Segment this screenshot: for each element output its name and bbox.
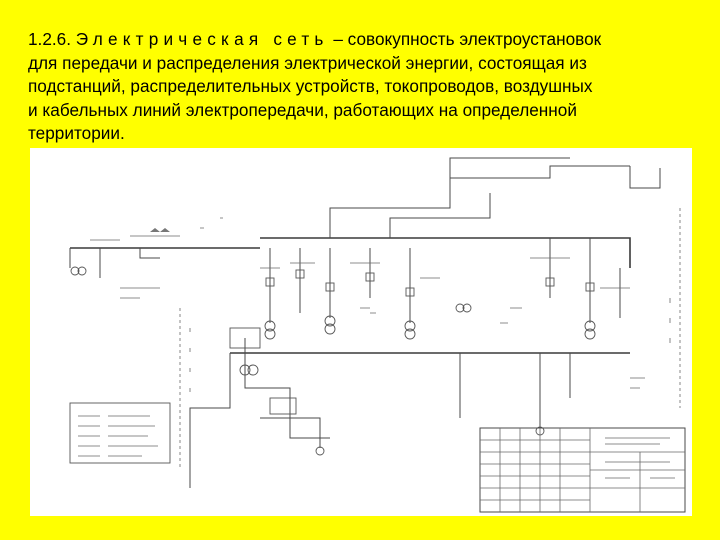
- schematic-drawing: [69, 157, 686, 513]
- branch-line: [260, 257, 630, 289]
- definition-line-3: подстанций, распределительных устройств,…: [28, 76, 593, 96]
- legend-area: [78, 415, 158, 457]
- feeder-line: [629, 166, 661, 189]
- feeder-line: [69, 248, 160, 278]
- feeder-line: [329, 165, 630, 238]
- bus-line: [500, 237, 631, 268]
- feeder-line: [244, 338, 330, 439]
- feeder-line: [269, 248, 411, 323]
- definition-line-5: территории.: [28, 123, 125, 143]
- definition-line-2: для передачи и распределения электрическ…: [28, 52, 587, 73]
- branch-line: [120, 287, 160, 299]
- feeder-line: [449, 157, 570, 178]
- transformer-symbols: [70, 266, 596, 456]
- definition-line-4: и кабельных линий электропередачи, работ…: [28, 99, 577, 120]
- feeder-line: [260, 417, 321, 448]
- electrical-network-schematic: [30, 148, 692, 516]
- feeder-line: [549, 238, 621, 323]
- scan-noise: [189, 217, 671, 392]
- definition-line-1: 1.2.6. Электрическая сеть – совокупность…: [28, 28, 690, 52]
- feeder-line: [389, 193, 491, 238]
- title-block: [479, 427, 686, 513]
- feeder-line: [459, 353, 571, 429]
- definition-text: 1.2.6. Электрическая сеть – совокупность…: [28, 28, 690, 146]
- defined-term: Электрическая сеть: [75, 29, 329, 49]
- definition-start: – совокупность электроустановок: [328, 29, 602, 49]
- feeder-line: [90, 235, 180, 241]
- feeder-line: [189, 353, 231, 488]
- switch-symbols: [69, 228, 595, 464]
- section-number: 1.2.6.: [28, 29, 76, 49]
